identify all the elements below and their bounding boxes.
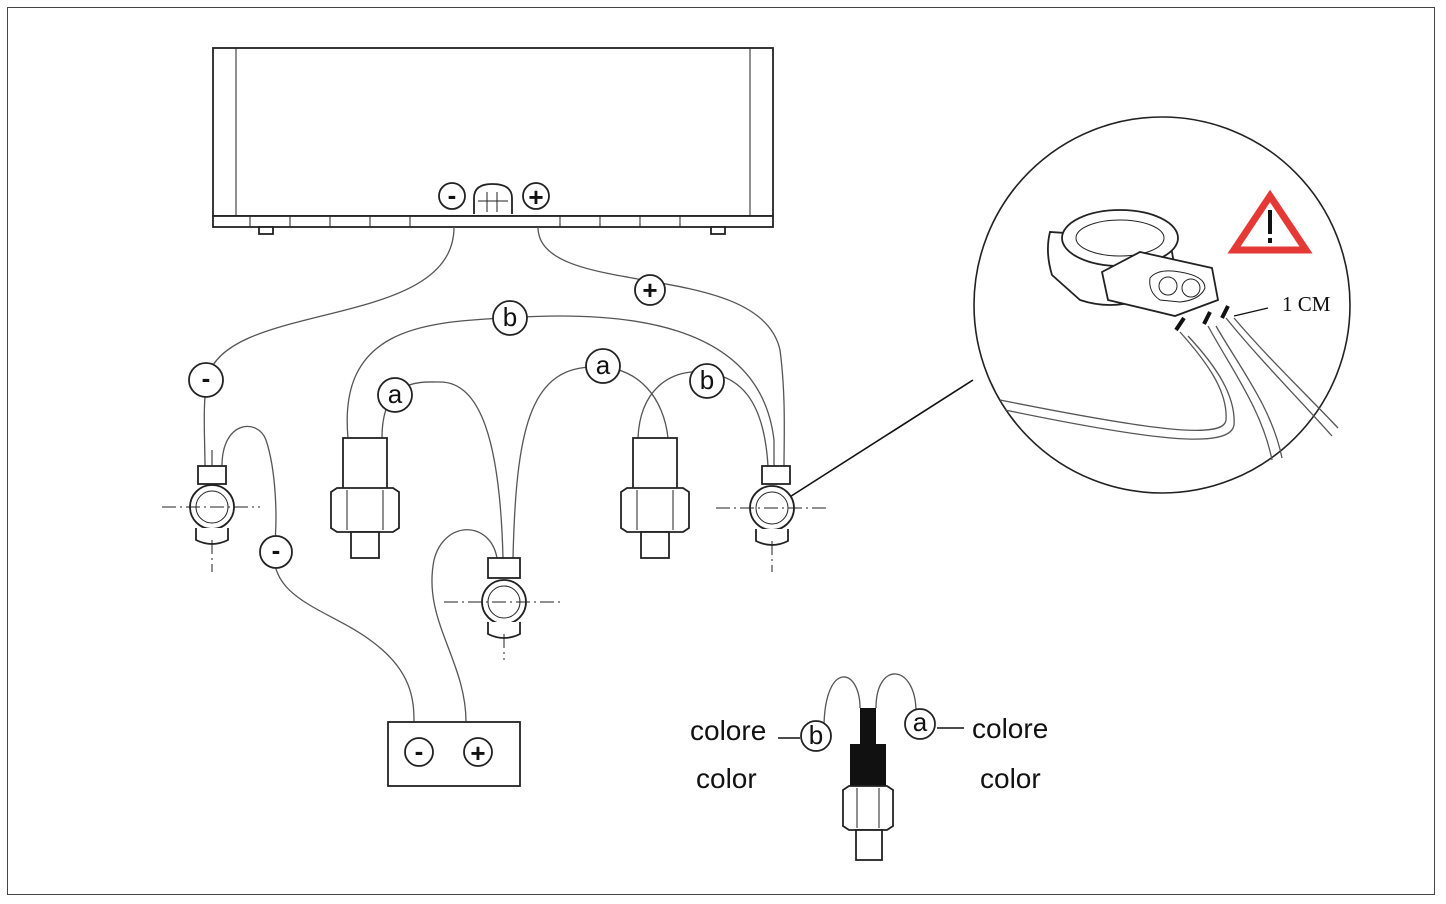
wire-labels: + - - b a a b bbox=[188, 274, 725, 569]
wire-label-minus-lower: - bbox=[272, 535, 281, 565]
round-sensor-right bbox=[716, 465, 830, 572]
legend-wire-b: b bbox=[809, 720, 823, 750]
color-legend: b colore color a colore color bbox=[690, 673, 1048, 861]
warning-triangle-icon bbox=[1227, 189, 1313, 254]
wire-label-a-left: a bbox=[388, 379, 403, 409]
legend-right-label-line1: colore bbox=[972, 713, 1048, 744]
battery-minus-symbol: - bbox=[415, 736, 424, 766]
battery: - + bbox=[387, 721, 521, 787]
control-unit: - + bbox=[212, 47, 774, 235]
wires bbox=[203, 226, 974, 723]
measure-label: 1 CM bbox=[1282, 292, 1331, 316]
unit-minus-symbol: - bbox=[448, 180, 457, 210]
unit-minus-terminal bbox=[438, 182, 466, 210]
connector-detail: 1 CM bbox=[973, 116, 1351, 494]
pressure-sensor-left bbox=[330, 437, 400, 559]
wire-label-b-top: b bbox=[503, 302, 517, 332]
round-sensor-left bbox=[162, 450, 260, 572]
battery-plus-symbol: + bbox=[470, 738, 485, 768]
pressure-sensor-right bbox=[620, 437, 690, 559]
legend-right-label-line2: color bbox=[980, 763, 1041, 794]
wire-label-minus-upper: - bbox=[202, 363, 211, 393]
round-sensor-center bbox=[444, 557, 564, 660]
unit-plus-terminal bbox=[522, 182, 550, 210]
legend-left-label-line2: color bbox=[696, 763, 757, 794]
legend-left-label-line1: colore bbox=[690, 715, 766, 746]
unit-plus-symbol: + bbox=[528, 182, 543, 212]
wire-label-a-center: a bbox=[596, 350, 611, 380]
legend-wire-a: a bbox=[913, 707, 928, 737]
wire-label-b-right: b bbox=[700, 365, 714, 395]
wire-label-plus: + bbox=[642, 275, 657, 305]
diagram-frame bbox=[7, 7, 1435, 895]
